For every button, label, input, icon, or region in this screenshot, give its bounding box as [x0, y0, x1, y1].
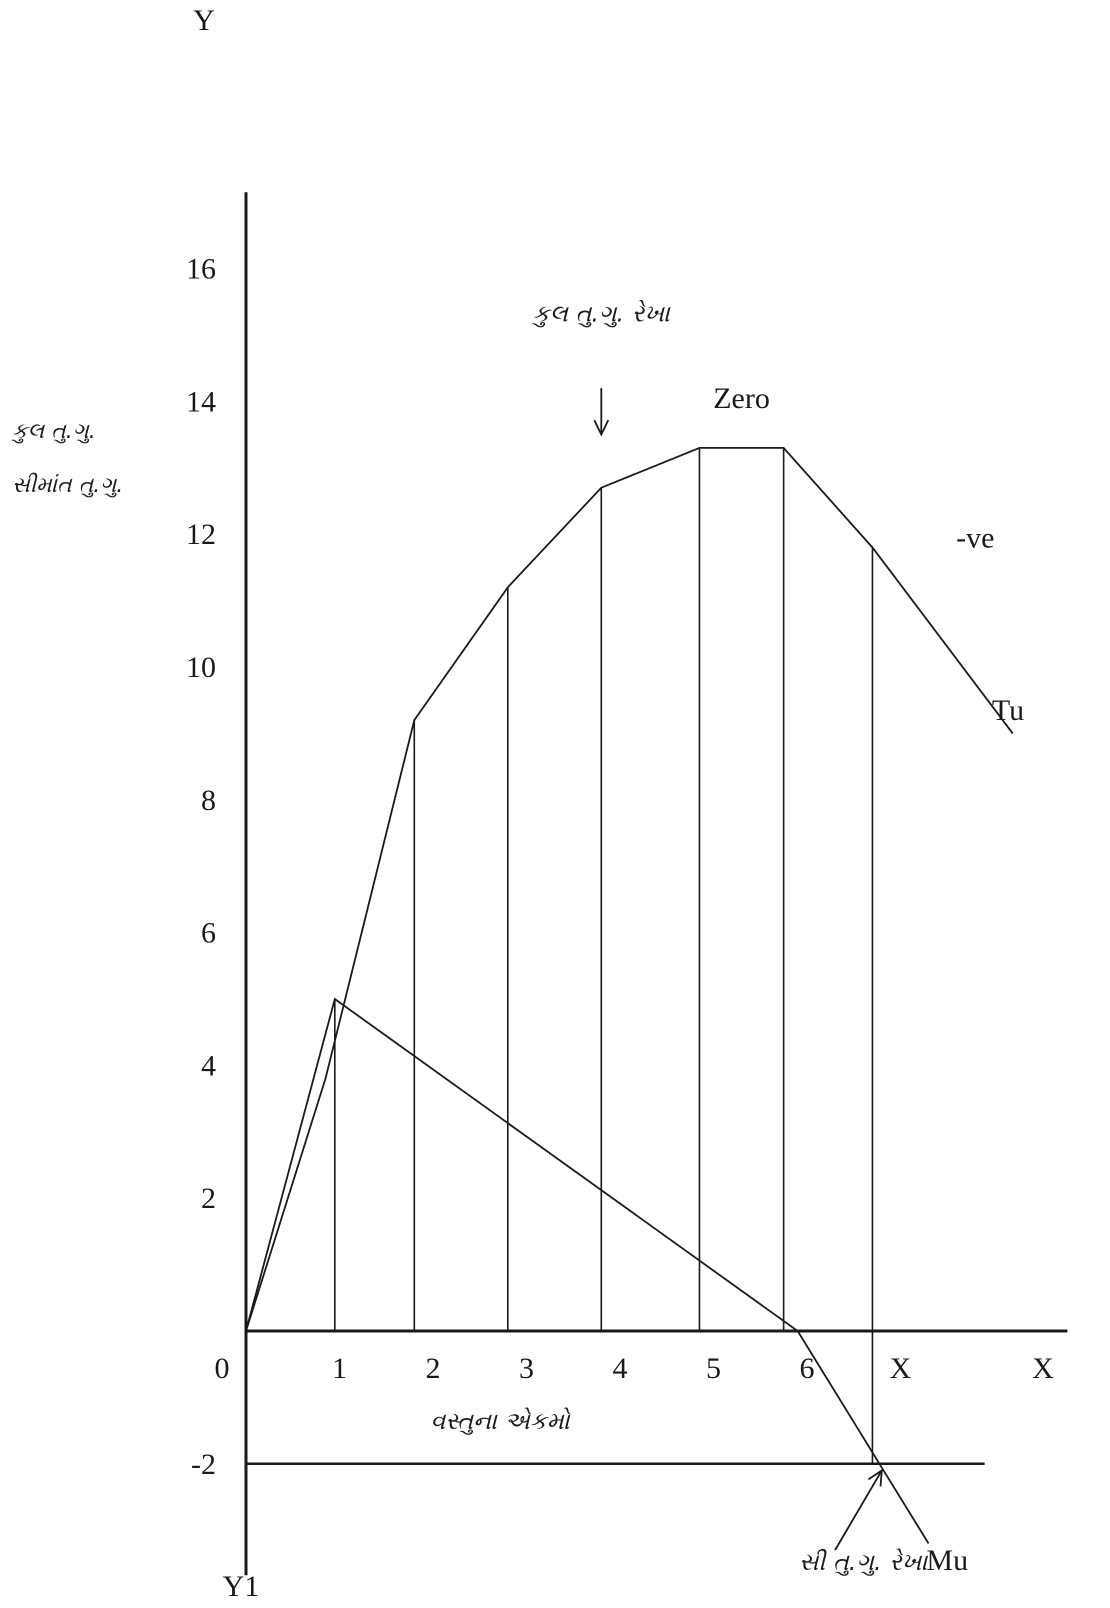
series-line-tu	[245, 446, 1014, 1332]
y-axis-label-line-2: સીમાંત તુ.ગુ.	[12, 472, 123, 498]
axes-layer	[244, 192, 1068, 1576]
y-tick-label--2: -2	[191, 1448, 216, 1481]
series-layer	[245, 446, 1014, 1544]
y-tick-label-12: 12	[186, 518, 216, 551]
annotation-5: સી તુ.ગુ. રેખા	[799, 1548, 928, 1577]
x-tick-label-5: 5	[706, 1352, 721, 1385]
x-tick-label-1: 1	[332, 1352, 347, 1385]
annotation-1: કુલ તુ.ગુ. રેખા	[531, 299, 671, 328]
x-axis-label: વસ્તુના એકમો	[430, 1407, 570, 1435]
y-tick-label-2: 2	[201, 1182, 216, 1215]
x-tick-label-6: 6	[800, 1352, 815, 1385]
x-tick-label-2: 2	[426, 1352, 441, 1385]
y-tick-label-8: 8	[201, 784, 216, 817]
x-tick-label-3: 3	[519, 1352, 534, 1385]
y-axis-bottom-label: Y1	[223, 1570, 260, 1603]
y-tick-label-16: 16	[186, 253, 216, 286]
annotation-4: Tu	[992, 694, 1024, 727]
y-tick-label-10: 10	[186, 651, 216, 684]
y-tick-label-14: 14	[186, 385, 216, 418]
arrow-head-1	[593, 419, 610, 437]
annotation-2: Zero	[713, 382, 770, 415]
arrow-head-2	[868, 1468, 883, 1487]
x-axis-end-label: X	[1032, 1352, 1054, 1385]
x-tick-label-4: 4	[613, 1352, 628, 1385]
annotation-3: -ve	[956, 521, 994, 554]
arrow-shaft-2	[834, 1469, 883, 1551]
y-tick-label-4: 4	[201, 1049, 216, 1082]
series-line-mu	[245, 997, 930, 1544]
y-axis-top-label: Y	[193, 4, 215, 37]
y-axis-label-line-1: કુલ તુ.ગુ.	[10, 419, 95, 444]
origin-label: 0	[215, 1352, 230, 1385]
x-tick-label-X: X	[890, 1352, 912, 1385]
drop-lines-layer	[334, 447, 874, 1331]
y-tick-label-6: 6	[201, 917, 216, 950]
annotation-6: Mu	[926, 1544, 968, 1577]
